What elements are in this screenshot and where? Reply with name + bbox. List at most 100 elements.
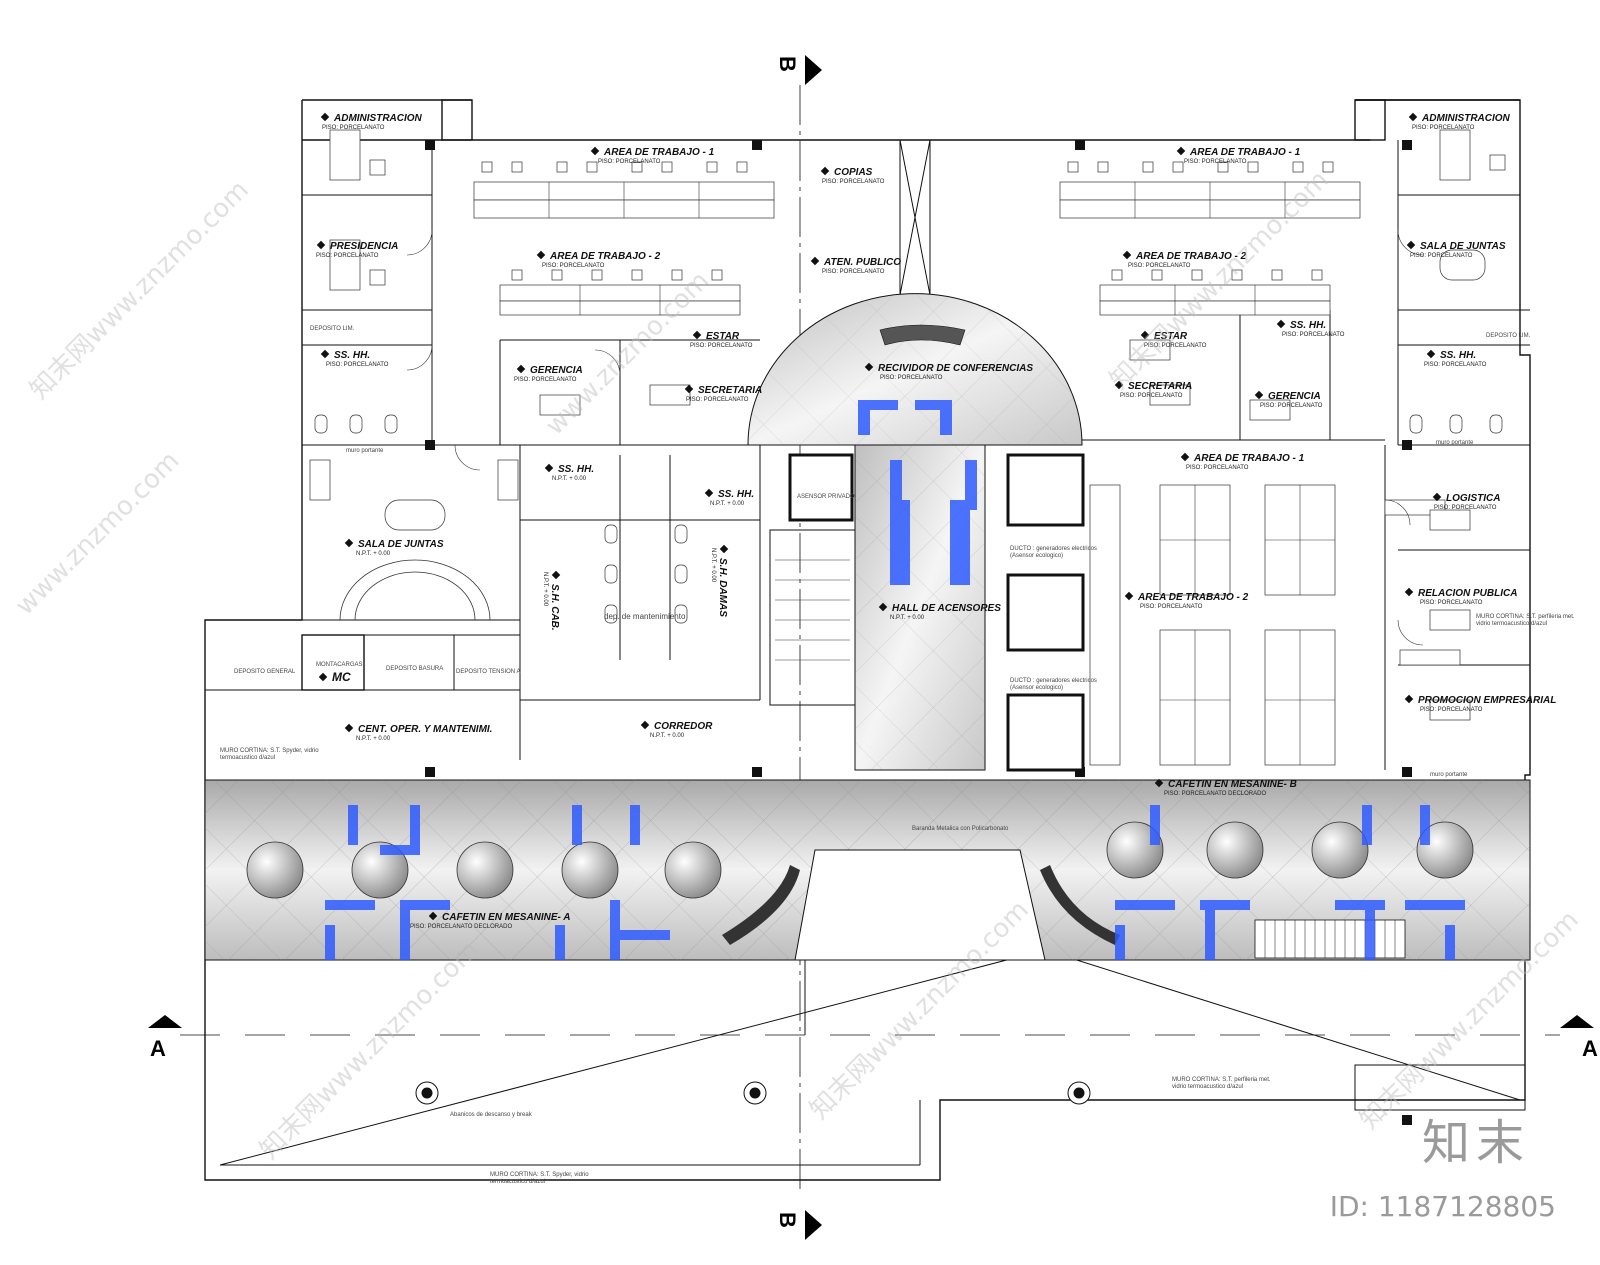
section-mark-b-top: B bbox=[775, 56, 800, 72]
room-estar-left-floor: PISO: PORCELANATO bbox=[690, 343, 753, 349]
room-sh-cab-label: S.H. CAB. bbox=[549, 572, 560, 631]
elevator-hall bbox=[775, 444, 1085, 772]
room-estar-left-label: ESTAR bbox=[694, 331, 739, 342]
room-secretaria-right-floor: PISO: PORCELANATO bbox=[1120, 393, 1183, 399]
cafe-blue-dividers bbox=[325, 805, 1465, 960]
room-ss-hh-right-label: SS. HH. bbox=[1428, 350, 1476, 361]
room-secretaria-right-label: SECRETARIA bbox=[1116, 381, 1192, 392]
room-cafetin-b-label: CAFETIN EN MESANINE- B bbox=[1156, 779, 1297, 790]
room-ss-hh-left-label: SS. HH. bbox=[322, 350, 370, 361]
room-corredor-floor: N.P.T. + 0.00 bbox=[650, 733, 685, 739]
section-mark-a-left: A bbox=[150, 1036, 166, 1061]
room-cafetin-a-label: CAFETIN EN MESANINE- A bbox=[430, 912, 571, 923]
room-area2-lower-floor: PISO: PORCELANATO bbox=[1140, 604, 1203, 610]
mc-mark: MC bbox=[320, 671, 351, 683]
cafe-tables bbox=[246, 821, 1474, 899]
room-admin-right-floor: PISO: PORCELANATO bbox=[1412, 125, 1475, 131]
dep-mantenimiento: dep. de mantenimiento bbox=[604, 612, 686, 621]
ducto-1: DUCTO : generadores electricos (Asensor … bbox=[1010, 546, 1097, 559]
asensor-privado: ASENSOR PRIVADO bbox=[797, 494, 855, 500]
watermark-id: ID: 1187128805 bbox=[1329, 1190, 1556, 1223]
deposito-general: DEPOSITO GENERAL bbox=[234, 669, 296, 675]
room-ss-hh-a-floor: N.P.T. + 0.00 bbox=[552, 476, 587, 482]
room-logistica-floor: PISO: PORCELANATO bbox=[1434, 505, 1497, 511]
muro-cortina-bottom-left: MURO CORTINA: S.T. Spyder, vidrio termoa… bbox=[490, 1172, 589, 1185]
room-area2-right-floor: PISO: PORCELANATO bbox=[1128, 263, 1191, 269]
workstation-grid-lines bbox=[548, 182, 1335, 765]
ducto-2: DUCTO : generadores electricos (Asensor … bbox=[1010, 678, 1097, 691]
deposito-lim-left: DEPOSITO LIM. bbox=[310, 326, 355, 332]
montacargas: MONTACARGAS bbox=[316, 662, 363, 668]
room-cafetin-b-floor: PISO: PORCELANATO DECLORADO bbox=[1164, 791, 1267, 797]
room-presidencia-floor: PISO: PORCELANATO bbox=[316, 253, 379, 259]
room-cent-oper-floor: N.P.T. + 0.00 bbox=[356, 736, 391, 742]
room-estar-right-label: ESTAR bbox=[1142, 331, 1187, 342]
interior-walls bbox=[205, 139, 1530, 1166]
room-promocion-label: PROMOCION EMPRESARIAL bbox=[1406, 695, 1556, 706]
blue-partitions bbox=[858, 400, 977, 585]
room-aten-publico-floor: PISO: PORCELANATO bbox=[822, 269, 885, 275]
muro-cortina-bottom: MURO CORTINA: S.T. perfileria met. vidri… bbox=[1172, 1077, 1271, 1090]
room-ss-hh-a-label: SS. HH. bbox=[546, 464, 594, 475]
room-corredor-label: CORREDOR bbox=[642, 721, 712, 732]
room-cent-oper-label: CENT. OPER. Y MANTENIMI. bbox=[346, 724, 492, 735]
deposito-lim-right: DEPOSITO LIM. bbox=[1486, 333, 1531, 339]
room-relacion-publica-floor: PISO: PORCELANATO bbox=[1420, 600, 1483, 606]
room-gerencia-left-label: GERENCIA bbox=[518, 365, 583, 376]
room-gerencia-right-label: GERENCIA bbox=[1256, 391, 1321, 402]
room-area2-lower-label: AREA DE TRABAJO - 2 bbox=[1126, 592, 1248, 603]
chairs bbox=[481, 161, 1334, 281]
room-sh-damas-floor: N.P.T. + 0.00 bbox=[710, 548, 716, 583]
room-gerencia-left-floor: PISO: PORCELANATO bbox=[514, 377, 577, 383]
room-admin-left-floor: PISO: PORCELANATO bbox=[322, 125, 385, 131]
room-area1-left-floor: PISO: PORCELANATO bbox=[598, 159, 661, 165]
room-sala-juntas-right-label: SALA DE JUNTAS bbox=[1408, 241, 1506, 252]
room-ss-hh-right-floor: PISO: PORCELANATO bbox=[1424, 362, 1487, 368]
muro-portante-lower: muro portante bbox=[1430, 772, 1468, 778]
room-area2-left-label: AREA DE TRABAJO - 2 bbox=[538, 251, 660, 262]
deposito-tension: DEPOSITO TENSION A bbox=[456, 669, 521, 675]
room-secretaria-left-label: SECRETARIA bbox=[686, 385, 762, 396]
room-ss-hh-left-floor: PISO: PORCELANATO bbox=[326, 362, 389, 368]
section-mark-a-right: A bbox=[1582, 1036, 1598, 1061]
deposito-basura: DEPOSITO BASURA bbox=[386, 666, 444, 672]
baranda: Baranda Metalica con Policarbonato bbox=[912, 826, 1009, 832]
room-admin-left-label: ADMINISTRACION bbox=[322, 113, 422, 124]
room-admin-right-label: ADMINISTRACION bbox=[1410, 113, 1510, 124]
section-markers bbox=[148, 55, 1594, 1240]
room-recibidor-label: RECIVIDOR DE CONFERENCIAS bbox=[866, 363, 1033, 374]
room-logistica-label: LOGISTICA bbox=[1434, 493, 1500, 504]
room-gerencia-right-floor: PISO: PORCELANATO bbox=[1260, 403, 1323, 409]
abanicos: Abanicos de descanso y break bbox=[450, 1112, 532, 1118]
door-swings bbox=[406, 229, 1424, 646]
room-copias-floor: PISO: PORCELANATO bbox=[822, 179, 885, 185]
room-area1-lower-label: AREA DE TRABAJO - 1 bbox=[1182, 453, 1304, 464]
room-estar-right-floor: PISO: PORCELANATO bbox=[1144, 343, 1207, 349]
room-area2-left-floor: PISO: PORCELANATO bbox=[542, 263, 605, 269]
round-columns bbox=[415, 1081, 1091, 1105]
room-sala-juntas-right-floor: PISO: PORCELANATO bbox=[1410, 253, 1473, 259]
room-aten-publico-label: ATEN. PUBLICO bbox=[812, 257, 901, 268]
watermark-logo: 知末 bbox=[1421, 1115, 1530, 1171]
room-hall-label: HALL DE ACENSORES bbox=[880, 603, 1001, 614]
room-sala-juntas-left-label: SALA DE JUNTAS bbox=[346, 539, 444, 550]
muro-portante-right: muro portante bbox=[1436, 440, 1474, 446]
room-ss-hh-b-floor: N.P.T. + 0.00 bbox=[710, 501, 745, 507]
room-ss-hh-b-label: SS. HH. bbox=[706, 489, 754, 500]
structural-columns bbox=[425, 140, 1412, 1125]
room-area1-left-label: AREA DE TRABAJO - 1 bbox=[592, 147, 714, 158]
room-sh-cab-floor: N.P.T. + 0.00 bbox=[542, 572, 548, 607]
room-sh-damas-label: S.H. DAMAS bbox=[717, 546, 728, 617]
room-ss-hh-mid-right-floor: PISO: PORCELANATO bbox=[1282, 332, 1345, 338]
room-promocion-floor: PISO: PORCELANATO bbox=[1420, 707, 1483, 713]
room-recibidor-floor: PISO: PORCELANATO bbox=[880, 375, 943, 381]
muro-cortina-right: MURO CORTINA: S.T. perfileria met. vidri… bbox=[1476, 614, 1575, 627]
section-lines bbox=[180, 85, 1560, 1195]
room-area1-right-label: AREA DE TRABAJO - 1 bbox=[1178, 147, 1300, 158]
room-area2-right-label: AREA DE TRABAJO - 2 bbox=[1124, 251, 1246, 262]
room-secretaria-left-floor: PISO: PORCELANATO bbox=[686, 397, 749, 403]
sala-juntas-arcs bbox=[339, 559, 491, 621]
office-furniture bbox=[309, 129, 1506, 721]
room-cafetin-a-floor: PISO: PORCELANATO DECLORADO bbox=[410, 924, 513, 930]
room-area1-lower-floor: PISO: PORCELANATO bbox=[1186, 465, 1249, 471]
